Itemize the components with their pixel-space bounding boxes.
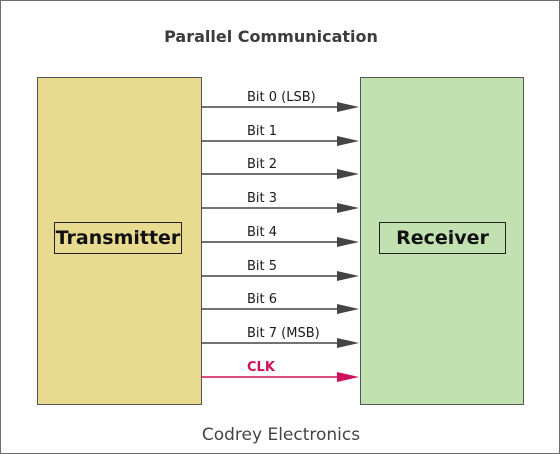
receiver-label: Receiver [379, 222, 506, 254]
footer-credit: Codrey Electronics [201, 425, 361, 445]
signal-label-bit-4: Bit 4 [247, 225, 277, 240]
signal-label-bit-0-lsb: Bit 0 (LSB) [247, 90, 316, 105]
signal-label-bit-2: Bit 2 [247, 157, 277, 172]
signal-label-bit-6: Bit 6 [247, 292, 277, 307]
signal-arrowhead-bit-3 [337, 203, 359, 213]
signal-arrowhead-clk [337, 372, 359, 382]
signal-arrowhead-bit-2 [337, 169, 359, 179]
signal-arrowhead-bit-6 [337, 304, 359, 314]
diagram-title: Parallel Communication [164, 27, 378, 46]
signal-arrowhead-bit-4 [337, 237, 359, 247]
transmitter-label: Transmitter [54, 222, 182, 254]
signal-label-clk: CLK [247, 360, 276, 375]
signal-label-bit-7-msb: Bit 7 (MSB) [247, 326, 320, 341]
signal-label-bit-5: Bit 5 [247, 259, 277, 274]
transmitter-block: Transmitter [37, 77, 202, 405]
signal-arrowhead-bit-1 [337, 136, 359, 146]
signal-arrowhead-bit-0-lsb [337, 102, 359, 112]
signal-arrowhead-bit-7-msb [337, 338, 359, 348]
signal-label-bit-1: Bit 1 [247, 124, 277, 139]
signal-label-bit-3: Bit 3 [247, 191, 277, 206]
receiver-block: Receiver [360, 77, 524, 405]
signal-arrowhead-bit-5 [337, 271, 359, 281]
